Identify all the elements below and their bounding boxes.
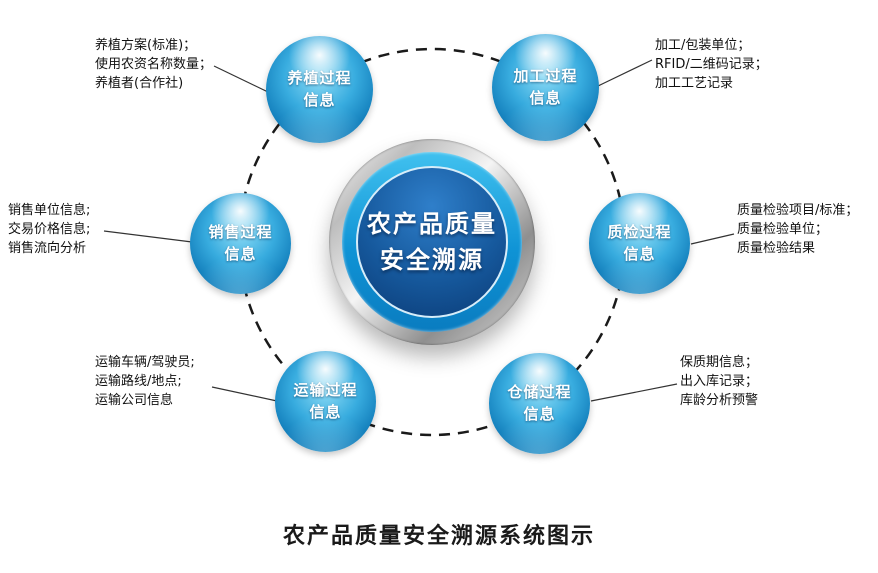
- node-sphere-processing: 加工过程 信息: [492, 34, 599, 141]
- center-metal-ring: 农产品质量 安全溯源: [329, 139, 535, 345]
- node-label: 信息: [303, 90, 336, 109]
- center-title-line2: 安全溯源: [380, 246, 484, 274]
- node-label: 信息: [309, 402, 342, 421]
- node-label: 质检过程: [607, 222, 672, 241]
- callout-line: 交易价格信息;: [8, 222, 91, 237]
- center-blue-ring: 农产品质量 安全溯源: [342, 152, 522, 332]
- node-sphere-planting: 养植过程 信息: [266, 36, 373, 143]
- callout-line: 质量检验项目/标准；: [737, 203, 859, 218]
- node-label: 销售过程: [208, 222, 273, 241]
- node-label: 信息: [623, 244, 656, 263]
- node-label: 信息: [529, 88, 562, 107]
- center-title-line1: 农产品质量: [367, 210, 497, 238]
- callout-planting: 养植方案(标准)； 使用农资名称数量； 养植者(合作社): [95, 36, 212, 93]
- leader-line-sales: [103, 230, 193, 243]
- leader-line-inspection: [690, 233, 735, 245]
- node-sphere-transport: 运输过程 信息: [275, 351, 376, 452]
- callout-line: 质量检验单位；: [737, 222, 829, 237]
- callout-line: 销售单位信息;: [8, 203, 91, 218]
- node-sphere-warehousing: 仓储过程 信息: [489, 353, 590, 454]
- callout-line: 养植者(合作社): [95, 76, 184, 91]
- node-label: 加工过程: [513, 66, 578, 85]
- node-label: 信息: [523, 404, 556, 423]
- node-label: 信息: [224, 244, 257, 263]
- node-sphere-inspection: 质检过程 信息: [589, 193, 690, 294]
- callout-line: 加工工艺记录: [655, 76, 734, 91]
- node-sphere-sales: 销售过程 信息: [190, 193, 291, 294]
- callout-line: 质量检验结果: [737, 241, 816, 256]
- node-label: 养植过程: [287, 68, 352, 87]
- callout-line: 运输公司信息: [95, 393, 174, 408]
- diagram-caption: 农产品质量安全溯源系统图示: [282, 524, 595, 549]
- callout-line: 养植方案(标准)；: [95, 38, 197, 53]
- callout-inspection: 质量检验项目/标准； 质量检验单位； 质量检验结果: [737, 201, 858, 258]
- callout-line: 运输车辆/驾驶员;: [95, 355, 195, 370]
- callout-line: 保质期信息；: [680, 355, 759, 370]
- callout-line: 库龄分析预警: [680, 393, 759, 408]
- leader-line-planting: [213, 65, 269, 93]
- callout-processing: 加工/包装单位； RFID/二维码记录； 加工工艺记录: [655, 36, 768, 93]
- node-label: 仓储过程: [507, 382, 572, 401]
- callout-line: 使用农资名称数量；: [95, 57, 213, 72]
- callout-line: RFID/二维码记录；: [655, 57, 768, 72]
- leader-line-processing: [597, 59, 653, 87]
- callout-sales: 销售单位信息; 交易价格信息; 销售流向分析: [8, 201, 90, 258]
- callout-line: 加工/包装单位；: [655, 38, 751, 53]
- center-hub: 农产品质量 安全溯源: [356, 166, 508, 318]
- node-label: 运输过程: [293, 380, 358, 399]
- callout-line: 运输路线/地点;: [95, 374, 182, 389]
- leader-line-warehousing: [590, 383, 678, 402]
- callout-line: 销售流向分析: [8, 241, 87, 256]
- callout-line: 出入库记录；: [680, 374, 759, 389]
- leader-line-transport: [211, 386, 278, 402]
- callout-warehousing: 保质期信息； 出入库记录； 库龄分析预警: [680, 353, 758, 410]
- callout-transport: 运输车辆/驾驶员; 运输路线/地点; 运输公司信息: [95, 353, 195, 410]
